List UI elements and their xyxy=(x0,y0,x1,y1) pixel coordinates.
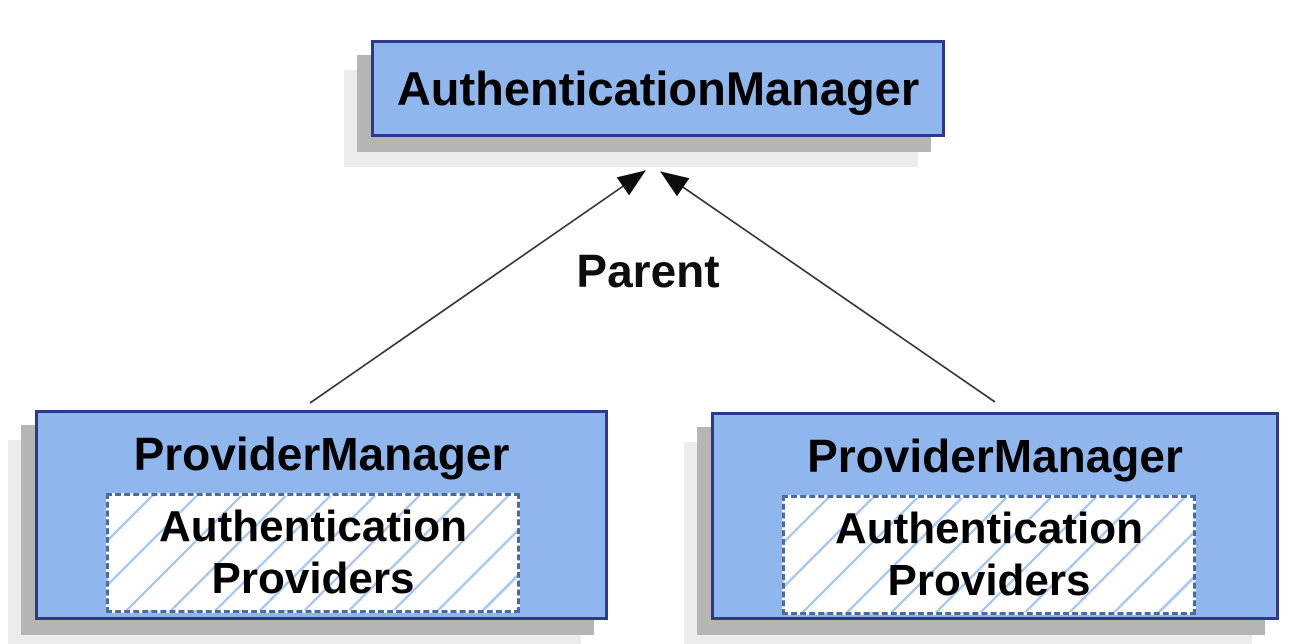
authentication-providers-label-line2: Providers xyxy=(211,554,415,603)
authentication-providers-box: Authentication Providers xyxy=(782,495,1196,615)
parent-edge-label: Parent xyxy=(576,245,720,297)
authentication-providers-label-line2: Providers xyxy=(887,556,1091,605)
provider-manager-node-left: ProviderManager Authentication Providers xyxy=(35,410,608,620)
authentication-providers-label-line1: Authentication xyxy=(159,502,467,551)
provider-manager-label: ProviderManager xyxy=(807,430,1183,482)
authentication-manager-node: AuthenticationManager xyxy=(371,40,945,137)
authentication-manager-label: AuthenticationManager xyxy=(396,62,920,115)
provider-manager-label: ProviderManager xyxy=(133,428,510,480)
provider-manager-node-right: ProviderManager Authentication Providers xyxy=(711,412,1279,620)
authentication-providers-box: Authentication Providers xyxy=(106,493,520,613)
authentication-providers-label-line1: Authentication xyxy=(835,504,1143,553)
